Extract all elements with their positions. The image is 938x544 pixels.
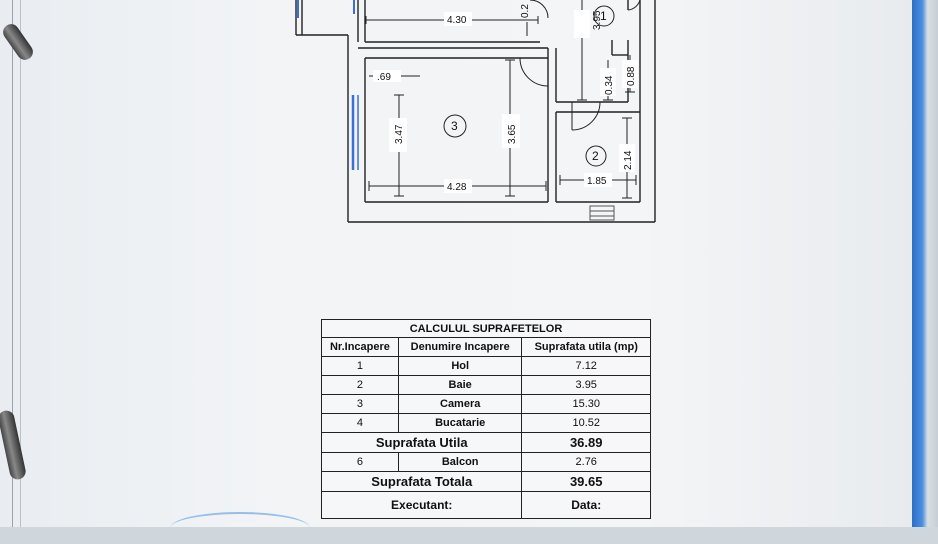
room-area-cell: 15.30 (521, 394, 651, 414)
dim-label: 0.34 (604, 75, 615, 95)
table-header-row: Nr.Incapere Denumire Incapere Suprafata … (321, 337, 651, 357)
table-title-row: CALCULUL SUPRAFETELOR (321, 319, 651, 338)
dim-label: .69 (377, 72, 391, 83)
dim-label: 1.85 (587, 176, 607, 187)
room-name-cell: Balcon (397, 452, 523, 472)
util-total-value: 36.89 (521, 432, 651, 453)
room-number: 2 (592, 149, 599, 163)
table-row: 3 Camera 15.30 (321, 394, 651, 414)
room-nr-cell: 1 (321, 356, 399, 376)
room-area-cell: 3.95 (521, 375, 651, 395)
grand-total-label: Suprafata Totala (320, 471, 523, 492)
column-header: Denumire Incapere (397, 337, 523, 357)
room-name-cell: Camera (397, 394, 523, 414)
room-area-cell: 2.76 (521, 452, 651, 472)
table-title: CALCULUL SUPRAFETELOR (321, 319, 651, 338)
room-number: 1 (600, 9, 607, 23)
room-name-cell: Bucatarie (397, 413, 523, 433)
util-total-label: Suprafata Utila (320, 432, 523, 453)
room-nr-cell: 4 (321, 413, 399, 433)
room-nr-cell: 3 (321, 394, 399, 414)
date-label: Data: (521, 491, 651, 519)
margin-line (12, 0, 13, 527)
util-total-row: Suprafata Utila 36.89 (320, 432, 651, 453)
dim-label: 0.88 (626, 66, 637, 86)
grand-total-value: 39.65 (521, 471, 651, 492)
column-header: Nr.Incapere (321, 337, 399, 357)
dim-label: 3.47 (394, 124, 405, 144)
margin-line (20, 0, 21, 527)
room-name-cell: Hol (397, 356, 523, 376)
floor-plan: 4.30 0.2 3.95 .69 3.47 3.65 4.28 0.34 0.… (295, 0, 656, 223)
executant-label: Executant: (320, 491, 523, 519)
grand-total-row: Suprafata Totala 39.65 (320, 471, 651, 492)
room-nr-cell: 6 (321, 452, 399, 472)
dim-label: 2.14 (623, 150, 634, 170)
room-number: 3 (451, 119, 458, 133)
surface-calculation-table: CALCULUL SUPRAFETELOR Nr.Incapere Denumi… (320, 319, 651, 519)
column-header: Suprafata utila (mp) (521, 337, 651, 357)
room-area-cell: 10.52 (521, 413, 651, 433)
signature-row: Executant: Data: (320, 491, 651, 519)
table-row: 1 Hol 7.12 (321, 356, 651, 376)
table-row: 4 Bucatarie 10.52 (321, 413, 651, 433)
table-row: 6 Balcon 2.76 (321, 452, 651, 472)
dim-label: 3.95 (592, 10, 603, 30)
room-area-cell: 7.12 (521, 356, 651, 376)
binder-edge (912, 0, 938, 527)
room-name-cell: Baie (397, 375, 523, 395)
dim-label: 3.65 (507, 124, 518, 144)
dim-label: 4.30 (447, 15, 467, 26)
dim-label: 0.2 (520, 4, 531, 18)
room-nr-cell: 2 (321, 375, 399, 395)
dim-label: 4.28 (447, 182, 467, 193)
table-row: 2 Baie 3.95 (321, 375, 651, 395)
stamp-edge (170, 512, 310, 544)
